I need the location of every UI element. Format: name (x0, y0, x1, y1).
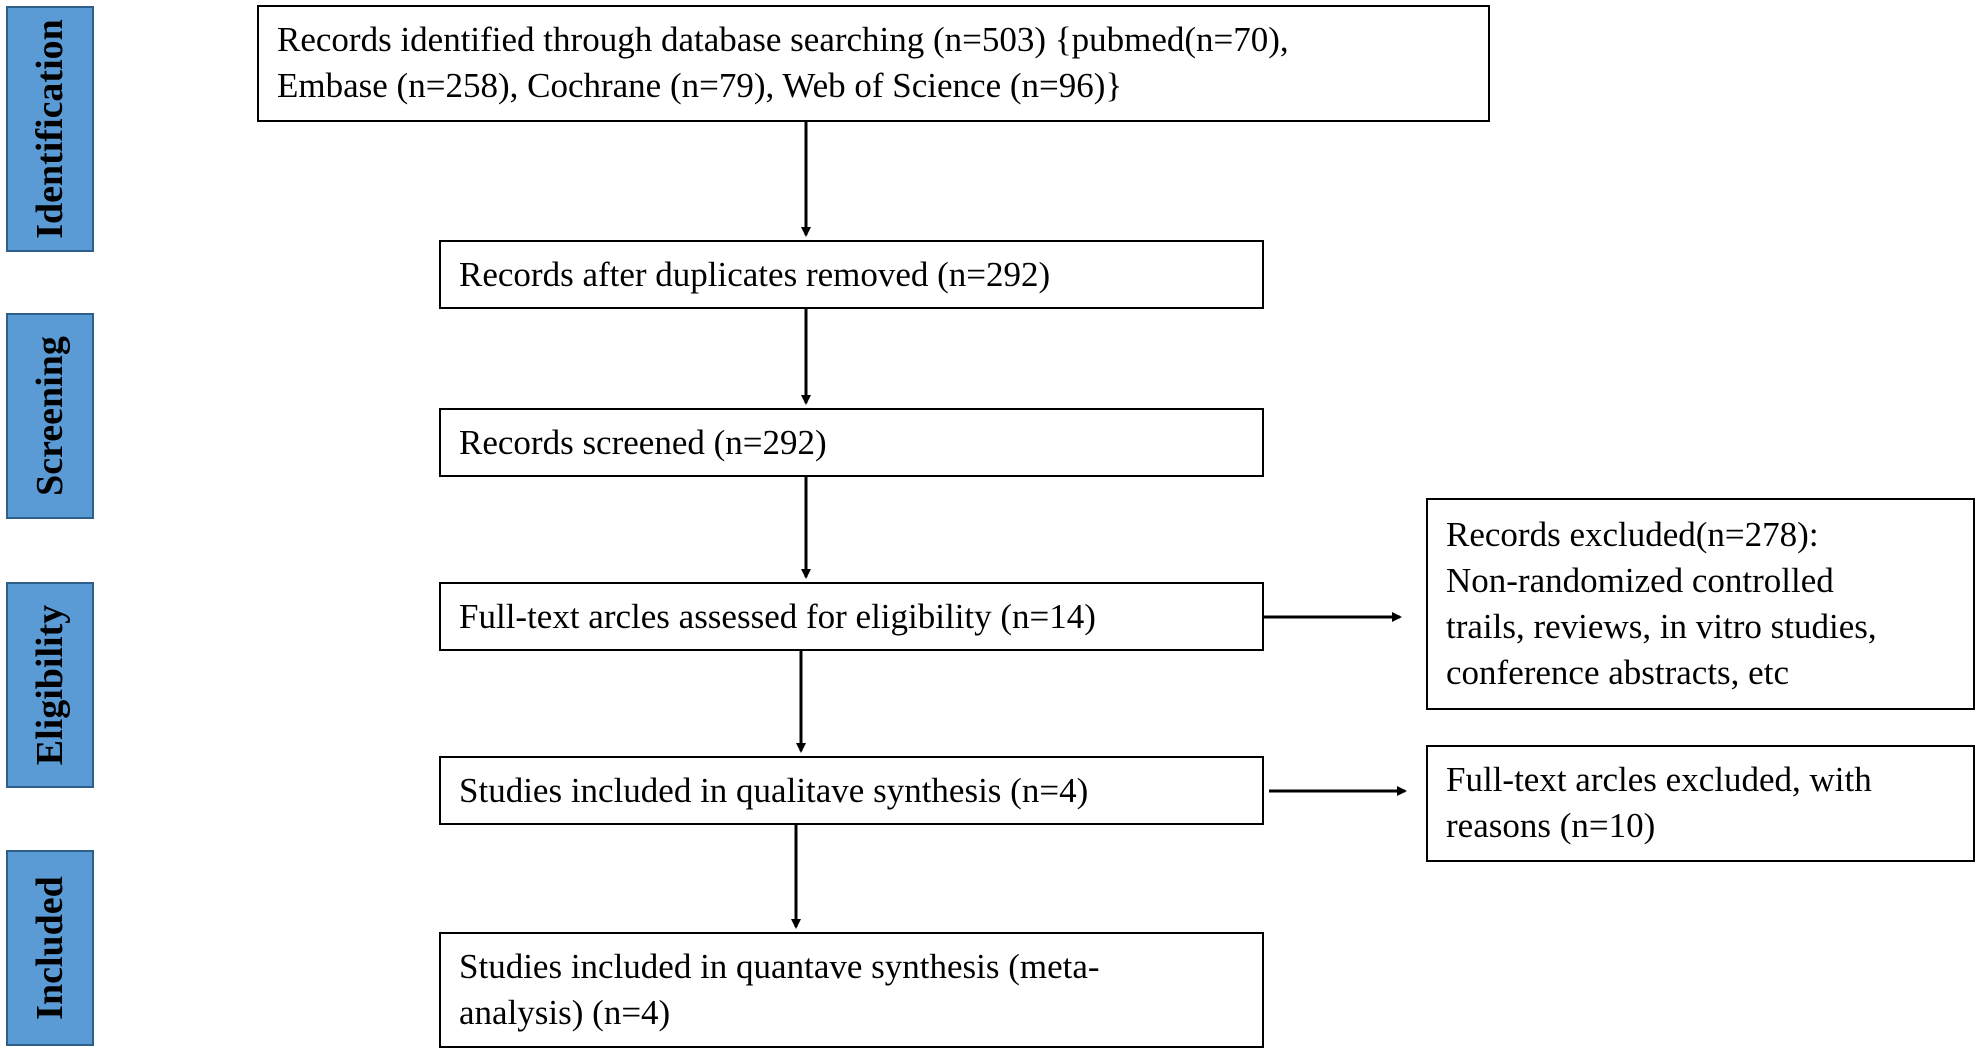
duplicates-removed-box: Records after duplicates removed (n=292) (439, 240, 1264, 309)
records-screened-box: Records screened (n=292) (439, 408, 1264, 477)
stage-screening: Screening (6, 313, 94, 519)
full-text-excluded-box: Full-text arcles excluded, with reasons … (1426, 745, 1975, 862)
stage-eligibility: Eligibility (6, 582, 94, 788)
records-excluded-box: Records excluded(n=278): Non-randomized … (1426, 498, 1975, 710)
qualitative-synthesis-box: Studies included in qualitave synthesis … (439, 756, 1264, 825)
stage-included: Included (6, 850, 94, 1046)
stage-identification: Identification (6, 6, 94, 252)
records-identified-box: Records identified through database sear… (257, 5, 1490, 122)
quantitative-synthesis-box: Studies included in quantave synthesis (… (439, 932, 1264, 1048)
full-text-assessed-box: Full-text arcles assessed for eligibilit… (439, 582, 1264, 651)
